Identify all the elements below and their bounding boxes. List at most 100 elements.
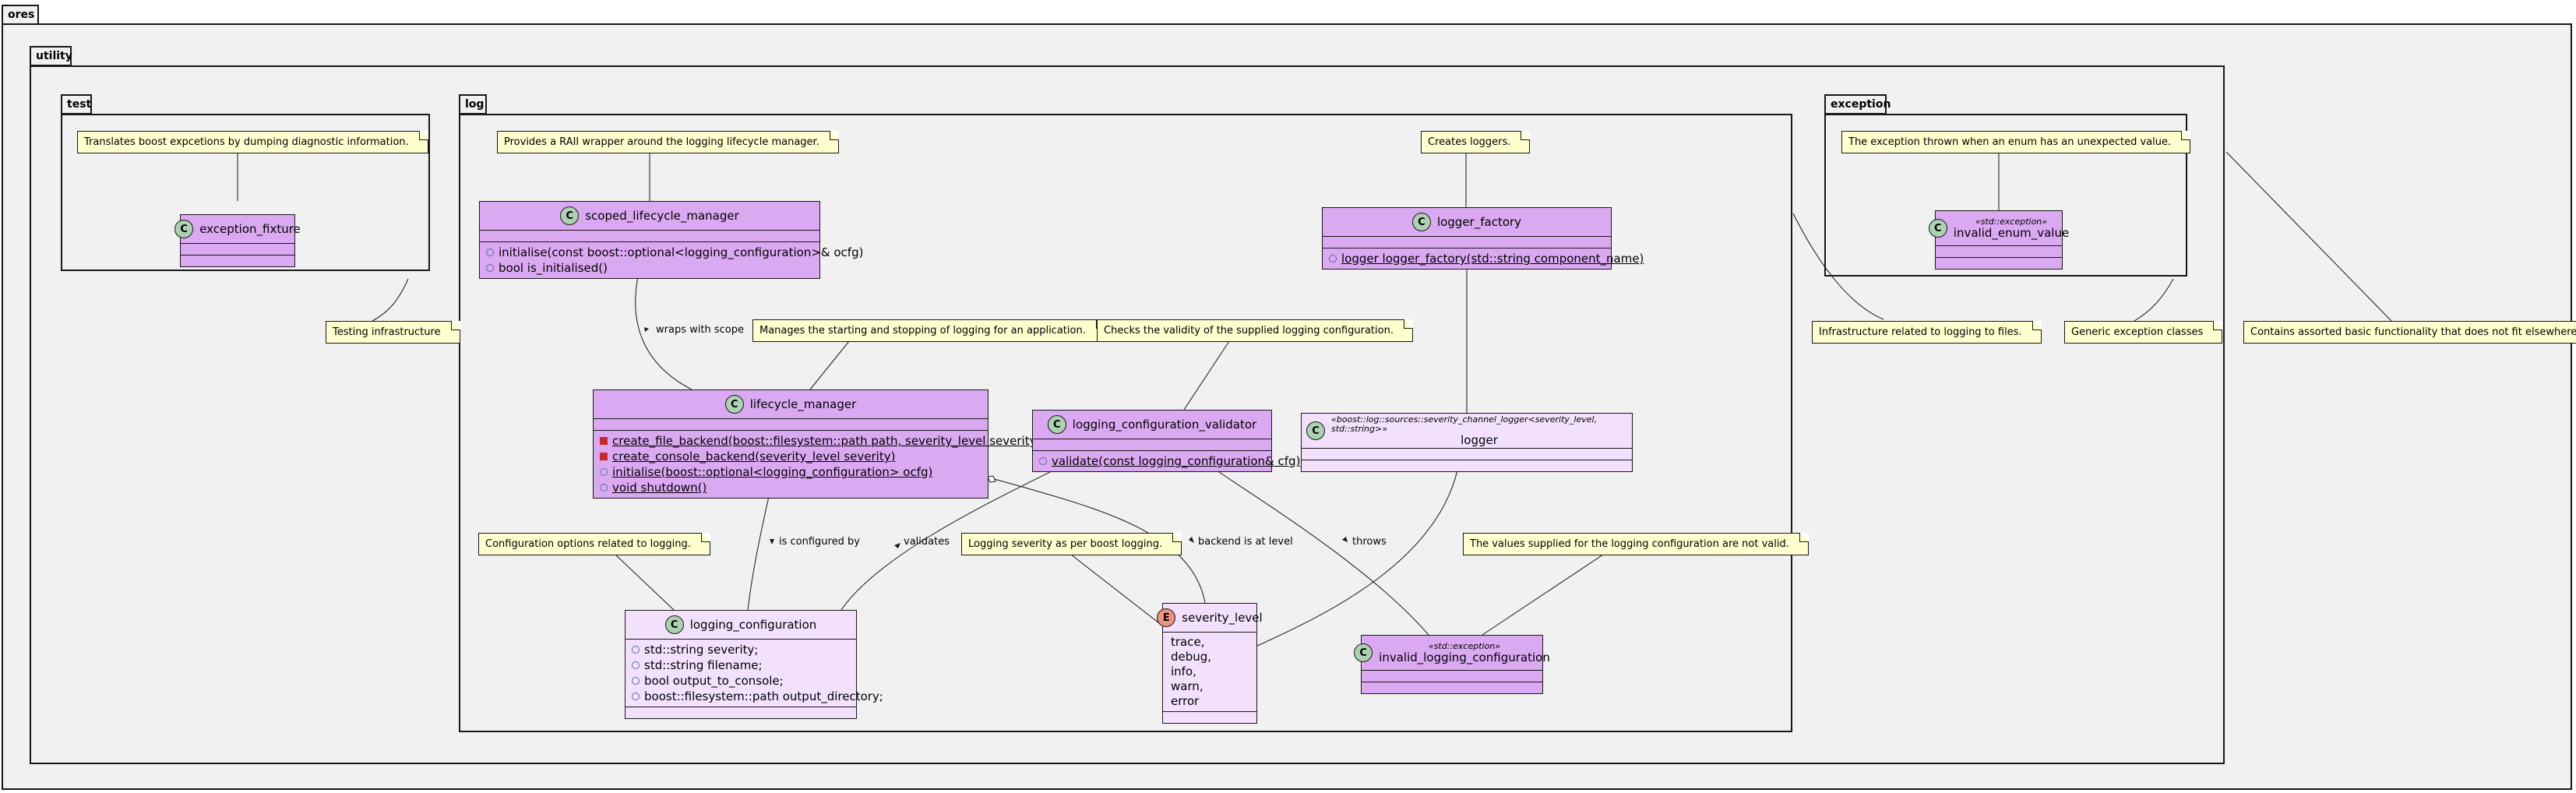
class-name: invalid_enum_value xyxy=(1953,225,2070,240)
direction-arrow xyxy=(1342,537,1348,542)
enum-value: debug, xyxy=(1171,650,1212,664)
class-stereotype: «std::exception» xyxy=(1428,640,1501,651)
note-exception-fixture: Translates boost expcetions by dumping d… xyxy=(77,131,428,153)
class-icon: C xyxy=(664,615,684,634)
relation-throws-line xyxy=(1204,462,1429,636)
relation-logger-severity-line xyxy=(1255,462,1460,647)
relation-wraps-line xyxy=(635,272,692,390)
class-name: scoped_lifecycle_manager xyxy=(585,209,739,223)
relation-label-wraps: wraps with scope xyxy=(656,324,744,336)
note-anchor-logging-configuration-validator xyxy=(1183,340,1230,411)
class-icon: C xyxy=(1411,213,1431,231)
class-icon: C xyxy=(174,220,194,238)
class-stereotype: «std::exception» xyxy=(1975,216,2048,227)
private-visibility-icon xyxy=(600,437,608,445)
public-visibility-icon xyxy=(632,661,640,669)
enum-value: info, xyxy=(1171,664,1196,678)
class-name: logger xyxy=(1461,432,1498,447)
note-lifecycle-manager: Manages the starting and stopping of log… xyxy=(752,319,1105,342)
enum-value: trace, xyxy=(1171,635,1205,649)
note-logger-factory: Creates loggers. xyxy=(1421,131,1531,153)
note-anchor-invalid-logging-configuration xyxy=(1482,554,1604,636)
note-scoped-lifecycle-manager: Provides a RAII wrapper around the loggi… xyxy=(497,131,839,153)
note-anchor-lifecycle-manager xyxy=(809,340,850,390)
relation-label-validates: validates xyxy=(904,536,950,548)
note-anchor-logging-configuration xyxy=(615,554,675,611)
class-icon: C xyxy=(560,206,580,225)
relation-backend-line xyxy=(991,478,1206,604)
class-invalid-enum-value[interactable]: C «std::exception»invalid_enum_value xyxy=(1928,210,2069,270)
class-invalid-logging-configuration[interactable]: C «std::exception»invalid_logging_configu… xyxy=(1354,635,1550,694)
class-name: invalid_logging_configuration xyxy=(1379,650,1550,664)
direction-arrow xyxy=(644,327,649,332)
class-icon: C xyxy=(1047,415,1066,434)
direction-arrow xyxy=(894,543,900,548)
class-icon: C xyxy=(1354,643,1373,662)
note-utility-package: Contains assorted basic functionality th… xyxy=(2243,321,2576,344)
field: boost::filesystem::path output_directory… xyxy=(644,689,883,703)
class-icon: C xyxy=(1306,421,1325,440)
class-icon: C xyxy=(1928,219,1947,238)
class-name: logging_configuration_validator xyxy=(1072,418,1257,432)
field: std::string filename; xyxy=(644,658,763,672)
note-anchor-log-package xyxy=(1792,213,1884,320)
relation-configured-line xyxy=(747,485,772,611)
class-icon: C xyxy=(724,395,744,414)
enum-value: error xyxy=(1171,694,1200,708)
class-stereotype: «boost::log::sources::severity_channel_l… xyxy=(1331,414,1598,434)
package-tab-utility: utility xyxy=(30,46,72,66)
public-visibility-icon xyxy=(1329,255,1337,263)
public-visibility-icon xyxy=(600,484,608,492)
class-name: logging_configuration xyxy=(689,618,817,632)
direction-arrow xyxy=(770,539,774,545)
public-visibility-icon xyxy=(632,677,640,685)
note-logging-configuration: Configuration options related to logging… xyxy=(478,533,710,555)
relation-label-configured: is configured by xyxy=(779,536,860,548)
direction-arrow xyxy=(1189,537,1194,543)
note-test-package: Testing infrastructure xyxy=(326,321,460,344)
enum-value: warn, xyxy=(1171,679,1203,693)
method: create_console_backend(severity_level se… xyxy=(612,449,896,463)
method: initialise(const boost::optional<logging… xyxy=(499,245,864,259)
note-log-package: Infrastructure related to logging to fil… xyxy=(1812,321,2042,344)
field: std::string severity; xyxy=(644,643,759,657)
method: validate(const logging_configuration& cf… xyxy=(1052,454,1301,468)
method: bool is_initialised() xyxy=(499,261,608,275)
method: void shutdown() xyxy=(612,481,707,495)
field: bool output_to_console; xyxy=(644,674,784,688)
method: create_file_backend(boost::filesystem::p… xyxy=(612,434,1041,448)
aggregation-diamond xyxy=(987,475,996,483)
relation-validates-line xyxy=(840,462,1070,611)
enum-name: severity_level xyxy=(1182,611,1263,625)
class-name: logger_factory xyxy=(1436,215,1522,229)
note-anchor-exception-package xyxy=(2134,278,2174,322)
private-visibility-icon xyxy=(600,453,608,460)
class-name: lifecycle_manager xyxy=(749,397,857,411)
public-visibility-icon xyxy=(632,693,640,700)
package-tab-ores: ores xyxy=(2,5,39,25)
public-visibility-icon xyxy=(1039,457,1047,465)
public-visibility-icon xyxy=(600,468,608,476)
enum-icon: E xyxy=(1157,608,1176,627)
method: logger logger_factory(std::string compon… xyxy=(1341,252,1644,266)
note-anchor-utility-package xyxy=(2225,151,2392,322)
note-logging-configuration-validator: Checks the validity of the supplied logg… xyxy=(1097,319,1413,342)
note-invalid-logging-configuration: The values supplied for the logging conf… xyxy=(1463,533,1809,555)
note-anchor-test-package xyxy=(372,278,409,322)
note-severity-level: Logging severity as per boost logging. xyxy=(961,533,1182,555)
class-name: exception_fixture xyxy=(199,222,301,236)
note-invalid-enum-value: The exception thrown when an enum has an… xyxy=(1841,131,2191,153)
public-visibility-icon xyxy=(632,646,640,654)
class-logger[interactable]: C «boost::log::sources::severity_channel_… xyxy=(1301,413,1633,472)
note-exception-package: Generic exception classes xyxy=(2064,321,2223,344)
relation-label-backend: backend is at level xyxy=(1198,536,1293,548)
public-visibility-icon xyxy=(486,264,494,272)
